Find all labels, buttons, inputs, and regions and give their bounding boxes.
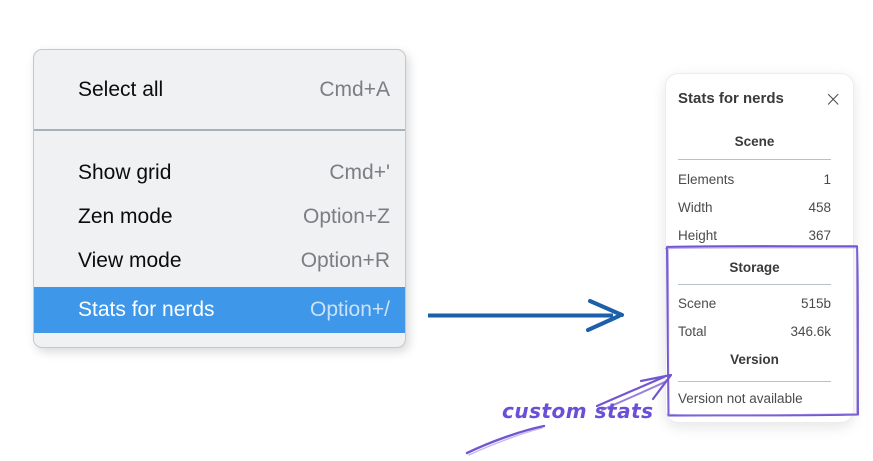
stat-value: 346.6k [790, 323, 831, 339]
menu-item-shortcut: Cmd+A [319, 77, 390, 101]
menu-item-label: View mode [78, 249, 182, 272]
stat-label: Width [678, 199, 713, 215]
annotation-underline-stroke [465, 424, 546, 455]
menu-item-shortcut: Option+/ [310, 298, 390, 321]
section-heading-storage: Storage [729, 260, 780, 275]
menu-divider [34, 129, 405, 131]
flow-arrow [428, 299, 624, 332]
stat-value: 1 [823, 171, 831, 187]
version-note: Version not available [678, 391, 803, 406]
menu-item-label: Zen mode [78, 205, 173, 228]
section-divider [678, 381, 831, 382]
menu-item-view-mode[interactable]: View mode Option+R [34, 239, 405, 283]
section-heading-scene: Scene [734, 134, 775, 149]
menu-item-shortcut: Option+Z [303, 205, 390, 228]
section-divider [678, 284, 831, 285]
stat-row-height: Height 367 [678, 221, 831, 249]
menu-item-zen-mode[interactable]: Zen mode Option+Z [34, 195, 405, 239]
stat-value: 458 [808, 199, 831, 215]
stat-value: 367 [808, 227, 831, 243]
section-divider [678, 159, 831, 160]
menu-item-shortcut: Cmd+' [329, 161, 390, 184]
stat-value: 515b [800, 295, 831, 311]
stats-panel-title: Stats for nerds [678, 90, 784, 107]
close-icon[interactable]: × [824, 87, 842, 111]
menu-item-label: Show grid [78, 161, 172, 184]
menu-item-show-grid[interactable]: Show grid Cmd+' [34, 151, 405, 195]
stat-label: Scene [678, 295, 717, 311]
stat-label: Total [678, 323, 707, 339]
menu-item-label: Select all [78, 77, 164, 101]
context-menu: Select all Cmd+A Show grid Cmd+' Zen mod… [33, 49, 406, 348]
stat-row-elements: Elements 1 [678, 165, 831, 193]
stats-panel: Stats for nerds × Scene Elements 1 Width… [665, 73, 854, 423]
menu-item-label: Stats for nerds [78, 298, 215, 321]
stat-row-scene-storage: Scene 515b [678, 289, 831, 317]
menu-item-stats-for-nerds[interactable]: Stats for nerds Option+/ [34, 287, 405, 333]
stat-label: Elements [678, 171, 735, 187]
section-heading-version: Version [730, 352, 779, 367]
stat-label: Height [678, 227, 718, 243]
stat-row-total-storage: Total 346.6k [678, 317, 831, 345]
menu-item-select-all[interactable]: Select all Cmd+A [34, 68, 405, 112]
stat-row-width: Width 458 [678, 193, 831, 221]
annotation-custom-stats: custom stats [502, 399, 654, 423]
menu-item-shortcut: Option+R [300, 249, 390, 272]
